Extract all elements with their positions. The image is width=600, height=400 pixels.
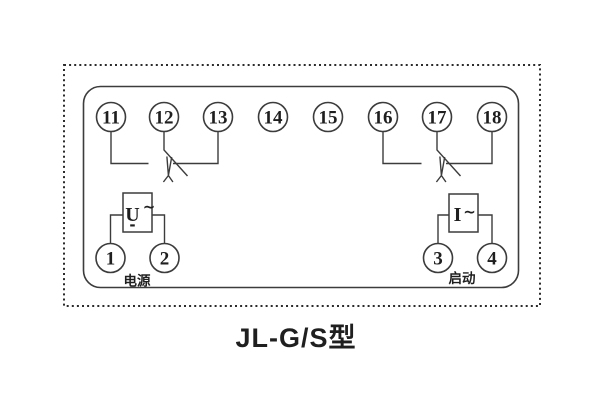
wire-terminal-17-contact-blade — [436, 131, 462, 177]
voltage-ac-mark: ~ — [143, 198, 156, 216]
terminal-14-label: 14 — [264, 108, 284, 129]
terminal-16-label: 16 — [374, 108, 393, 129]
wire-terminal-16-stub — [382, 131, 422, 165]
voltage-element-box — [122, 192, 153, 233]
outer-dashed-border — [63, 64, 541, 307]
wire-terminal-1-to-voltage-box — [109, 214, 123, 244]
voltage-dc-mark: - — [129, 216, 135, 234]
terminal-15-circle — [312, 101, 344, 133]
labels: 11 12 13 14 15 16 17 18 1 2 3 4 U ~ - I … — [102, 108, 501, 354]
terminal-13-label: 13 — [209, 108, 228, 129]
contact-fork-symbol-left — [162, 156, 174, 183]
relay-case-outline — [82, 85, 520, 289]
contact-fork-symbol-right — [435, 156, 447, 183]
wire-terminal-3-to-current-box — [437, 214, 449, 244]
wire-current-box-to-terminal-4 — [478, 214, 493, 244]
current-ac-mark: ~ — [463, 203, 476, 221]
terminal-11-label: 11 — [102, 108, 120, 129]
diagram-title: JL-G/S型 — [235, 323, 356, 353]
terminal-15-label: 15 — [319, 108, 338, 129]
wire-voltage-box-to-terminal-2 — [152, 214, 166, 244]
terminal-3-label: 3 — [433, 249, 443, 270]
case-and-terminals — [82, 85, 520, 289]
terminal-18-label: 18 — [483, 108, 502, 129]
wire-terminal-11-stub — [110, 131, 149, 165]
terminal-12-label: 12 — [155, 108, 174, 129]
wire-terminal-12-contact-blade — [163, 131, 189, 177]
current-element-box — [448, 193, 479, 233]
wire-terminal-13-link — [173, 131, 219, 165]
terminal-4-label: 4 — [487, 249, 497, 270]
wiring — [109, 131, 493, 244]
terminal-14-circle — [257, 101, 289, 133]
power-group-caption: 电源 — [124, 273, 151, 289]
voltage-symbol-letter: U — [125, 204, 139, 226]
terminal-1-label: 1 — [106, 249, 116, 270]
start-group-caption: 启动 — [449, 270, 476, 286]
terminal-2-label: 2 — [160, 249, 170, 270]
current-symbol-letter: I — [454, 204, 462, 226]
wire-terminal-18-link — [446, 131, 493, 165]
terminal-17-label: 17 — [428, 108, 448, 129]
